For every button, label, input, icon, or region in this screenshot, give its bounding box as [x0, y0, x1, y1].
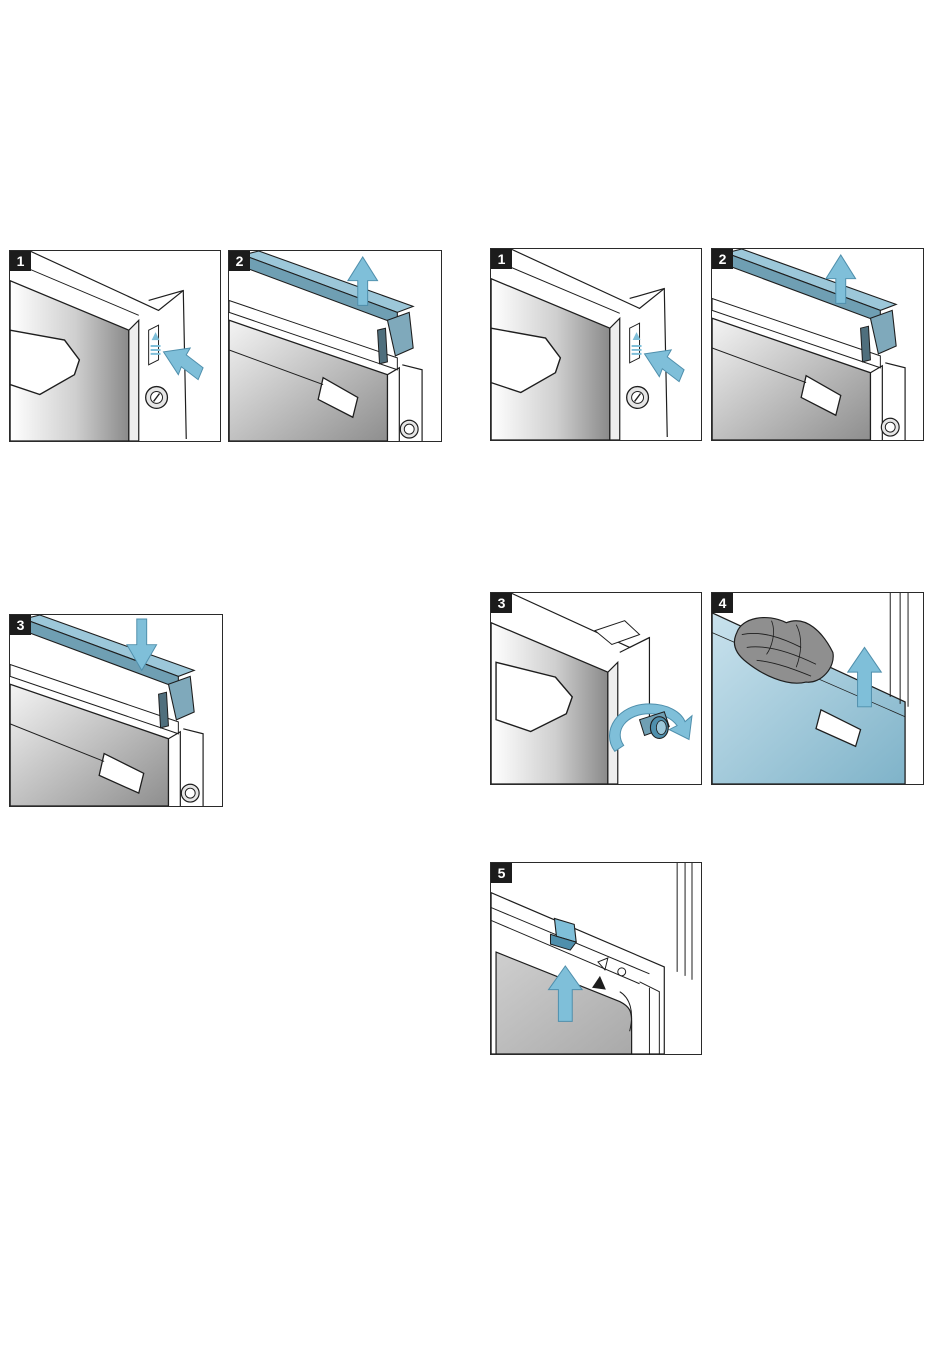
screw-cap: [400, 420, 418, 438]
step-number: 5: [491, 863, 512, 883]
door-illustration: [10, 251, 220, 441]
right-step-1-panel: 1: [490, 248, 702, 441]
left-step-2-panel: 2: [228, 250, 442, 442]
screw-cap: [146, 387, 168, 409]
push-arrow-icon: [644, 350, 684, 382]
step-number: 3: [491, 593, 512, 613]
step-number: 1: [491, 249, 512, 269]
door-illustration: [491, 249, 701, 440]
step-number: 1: [10, 251, 31, 271]
right-step-5-panel: 5: [490, 862, 702, 1055]
left-step-3-panel: 3: [9, 614, 223, 807]
screw-cap: [881, 418, 899, 436]
screw-icon: [640, 712, 670, 739]
door-illustration: [10, 615, 222, 806]
left-step-1-panel: 1: [9, 250, 221, 442]
glass-illustration: [712, 593, 923, 784]
door-illustration: [491, 593, 701, 784]
door-illustration: [712, 249, 923, 440]
push-arrow-icon: [163, 348, 203, 380]
right-step-3-panel: 3: [490, 592, 702, 785]
right-step-2-panel: 2: [711, 248, 924, 441]
door-frame-illustration: [491, 863, 701, 1054]
step-number: 2: [229, 251, 250, 271]
screw-cap: [627, 387, 649, 409]
step-number: 3: [10, 615, 31, 635]
screw-cap: [181, 784, 199, 802]
right-step-4-panel: 4: [711, 592, 924, 785]
door-illustration: [229, 251, 441, 441]
step-number: 4: [712, 593, 733, 613]
step-number: 2: [712, 249, 733, 269]
